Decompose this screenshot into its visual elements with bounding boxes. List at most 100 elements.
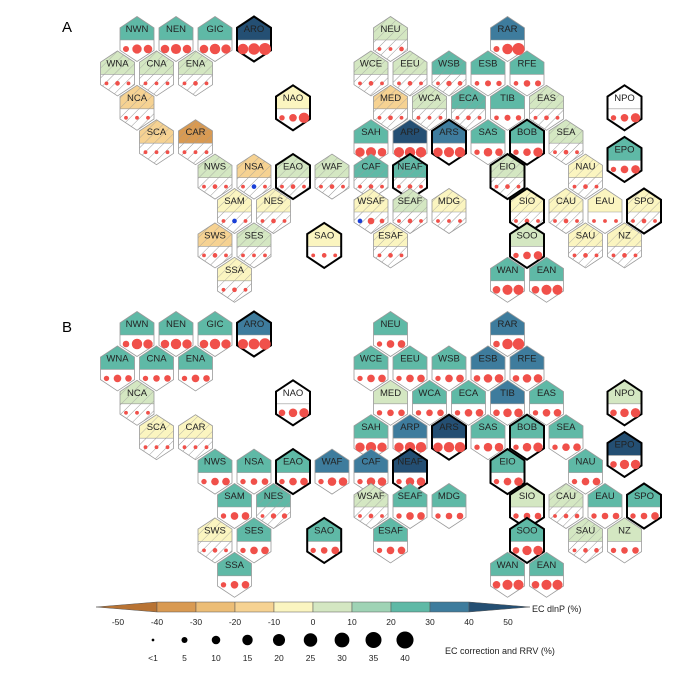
hex-dot <box>416 115 421 120</box>
hex-code-label: BOB <box>517 127 537 138</box>
hex-dot <box>436 81 440 86</box>
hex-code-label: RAR <box>497 319 517 330</box>
hex-dot <box>212 184 218 189</box>
hex-dot <box>592 219 596 223</box>
hex-outline <box>100 345 135 392</box>
hex-code-label: EAS <box>537 388 556 399</box>
hex-dot <box>563 218 569 224</box>
hex-code-label: ECA <box>459 388 479 399</box>
hex-outline <box>314 153 350 200</box>
hex-dot <box>541 284 552 295</box>
hex-dot <box>456 512 464 520</box>
hex-code-label: WAF <box>322 457 343 468</box>
hex-dot <box>475 408 484 417</box>
hex-dot <box>126 81 131 86</box>
hex-dot <box>581 477 590 486</box>
hex-cell-bob: BOB <box>509 118 545 166</box>
hex-dot <box>502 284 513 295</box>
size-legend-dot <box>303 633 318 647</box>
hex-outline <box>470 50 506 97</box>
hex-dot <box>290 184 296 189</box>
hex-cell-ean: EAN <box>529 256 564 303</box>
hex-dot <box>224 253 228 258</box>
colorbar-tick-label: 0 <box>311 617 316 627</box>
hex-outline <box>314 448 350 495</box>
hex-dot <box>483 374 493 383</box>
hex-dot <box>407 81 413 86</box>
hex-code-label: NAO <box>283 388 304 399</box>
hex-code-label: NPO <box>614 388 635 399</box>
hex-cell-eas: EAS <box>529 379 564 426</box>
hex-code-label: WSB <box>438 58 460 69</box>
hex-dot <box>165 445 170 450</box>
hex-outline <box>392 188 428 234</box>
hex-cell-wna: WNA <box>100 345 135 392</box>
hex-outline <box>490 16 525 62</box>
hex-outline <box>490 84 525 131</box>
hex-dot <box>416 477 426 486</box>
hex-cell-nca: NCA <box>119 379 155 426</box>
hex-code-label: ESAF <box>378 230 403 241</box>
hex-dot <box>443 441 455 453</box>
hex-cell-nz: NZ <box>607 222 642 269</box>
hex-dot <box>143 339 153 349</box>
hex-cell-npo: NPO <box>606 379 643 427</box>
hex-dot <box>455 115 460 120</box>
hex-dot <box>443 147 455 158</box>
hex-dot <box>388 47 393 51</box>
hex-outline <box>548 414 584 461</box>
hex-outline <box>139 119 174 166</box>
hex-outline <box>490 311 525 357</box>
hex-dot <box>103 375 110 382</box>
hex-dot <box>300 477 308 486</box>
hex-outline <box>606 379 643 427</box>
hex-dot <box>299 408 309 418</box>
hex-dot <box>143 445 148 450</box>
hex-dot <box>514 477 523 486</box>
hex-dot <box>474 149 480 155</box>
hex-dot <box>458 219 462 223</box>
hex-code-label: EIO <box>499 457 515 468</box>
hex-dot <box>437 409 444 417</box>
hex-outline <box>158 16 194 62</box>
hex-outline <box>306 516 343 565</box>
hex-cell-nca: NCA <box>119 84 155 131</box>
colorbar-tick-label: -30 <box>190 617 203 627</box>
hex-dot <box>368 81 374 86</box>
colorbar-tick-label: 50 <box>503 617 513 627</box>
hex-dot <box>533 115 538 120</box>
hex-dot <box>406 512 414 520</box>
hex-dot <box>181 375 188 382</box>
hex-code-label: NAU <box>575 457 595 468</box>
hex-code-label: TIB <box>500 388 515 399</box>
hex-cell-wna: WNA <box>100 50 135 97</box>
hex-dot <box>377 115 382 120</box>
hex-dot <box>466 115 471 121</box>
colorbar-title: EC dlnP (%) <box>532 604 581 614</box>
panel-label-a: A <box>62 19 72 36</box>
hex-dot <box>397 340 406 348</box>
hex-dot <box>357 218 363 224</box>
hex-dot <box>574 513 580 519</box>
hex-dot <box>492 285 501 294</box>
hex-dot <box>504 114 511 121</box>
hex-dot <box>594 184 599 189</box>
hex-code-label: SPO <box>634 491 654 502</box>
hex-dot <box>407 218 413 224</box>
hex-cell-eas: EAS <box>529 84 564 131</box>
hex-outline <box>100 50 135 97</box>
hex-dot <box>289 113 297 122</box>
hex-cell-nau: NAU <box>568 153 603 200</box>
hex-dot <box>365 441 377 453</box>
hex-outline <box>217 256 252 303</box>
hex-code-label: NEAF <box>397 162 423 173</box>
hex-cell-nen: NEN <box>158 311 194 357</box>
hex-code-label: WAN <box>497 265 519 276</box>
hex-cell-nen: NEN <box>158 16 194 62</box>
hex-cell-epo: EPO <box>606 135 643 184</box>
hex-dot <box>562 443 570 452</box>
hex-dot <box>494 374 504 383</box>
hex-code-label: SAH <box>361 127 381 138</box>
hex-cell-sca: SCA <box>139 414 174 461</box>
